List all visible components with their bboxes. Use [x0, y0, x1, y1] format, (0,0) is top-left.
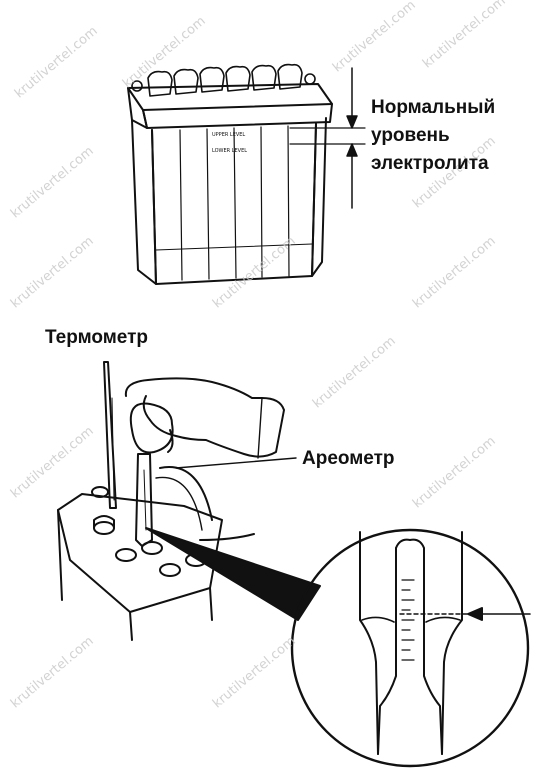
- thermometer: [103, 361, 117, 509]
- magnified-view: [290, 528, 530, 768]
- hose: [155, 466, 255, 541]
- upper-level-mark: UPPER LEVEL: [212, 132, 245, 138]
- reading-arrow: [467, 607, 531, 621]
- battery-level-marks: UPPER LEVEL LOWER LEVEL: [212, 132, 247, 154]
- level-label-line3: электролита: [371, 153, 489, 174]
- lower-level-mark: LOWER LEVEL: [212, 148, 247, 154]
- level-label-line2: уровень: [371, 125, 450, 146]
- hydrometer-leader: [175, 457, 297, 469]
- hydrometer-tube: [129, 402, 174, 547]
- level-label-line1: Нормальный: [371, 97, 496, 118]
- battery-top: [127, 83, 333, 285]
- callout-wedge: [145, 527, 321, 621]
- level-indicator-arrows: [289, 67, 366, 209]
- thermometer-label: Термометр: [45, 327, 149, 348]
- hand: [124, 377, 285, 459]
- hydrometer-label: Ареометр: [302, 448, 395, 469]
- vent-caps: [131, 63, 316, 97]
